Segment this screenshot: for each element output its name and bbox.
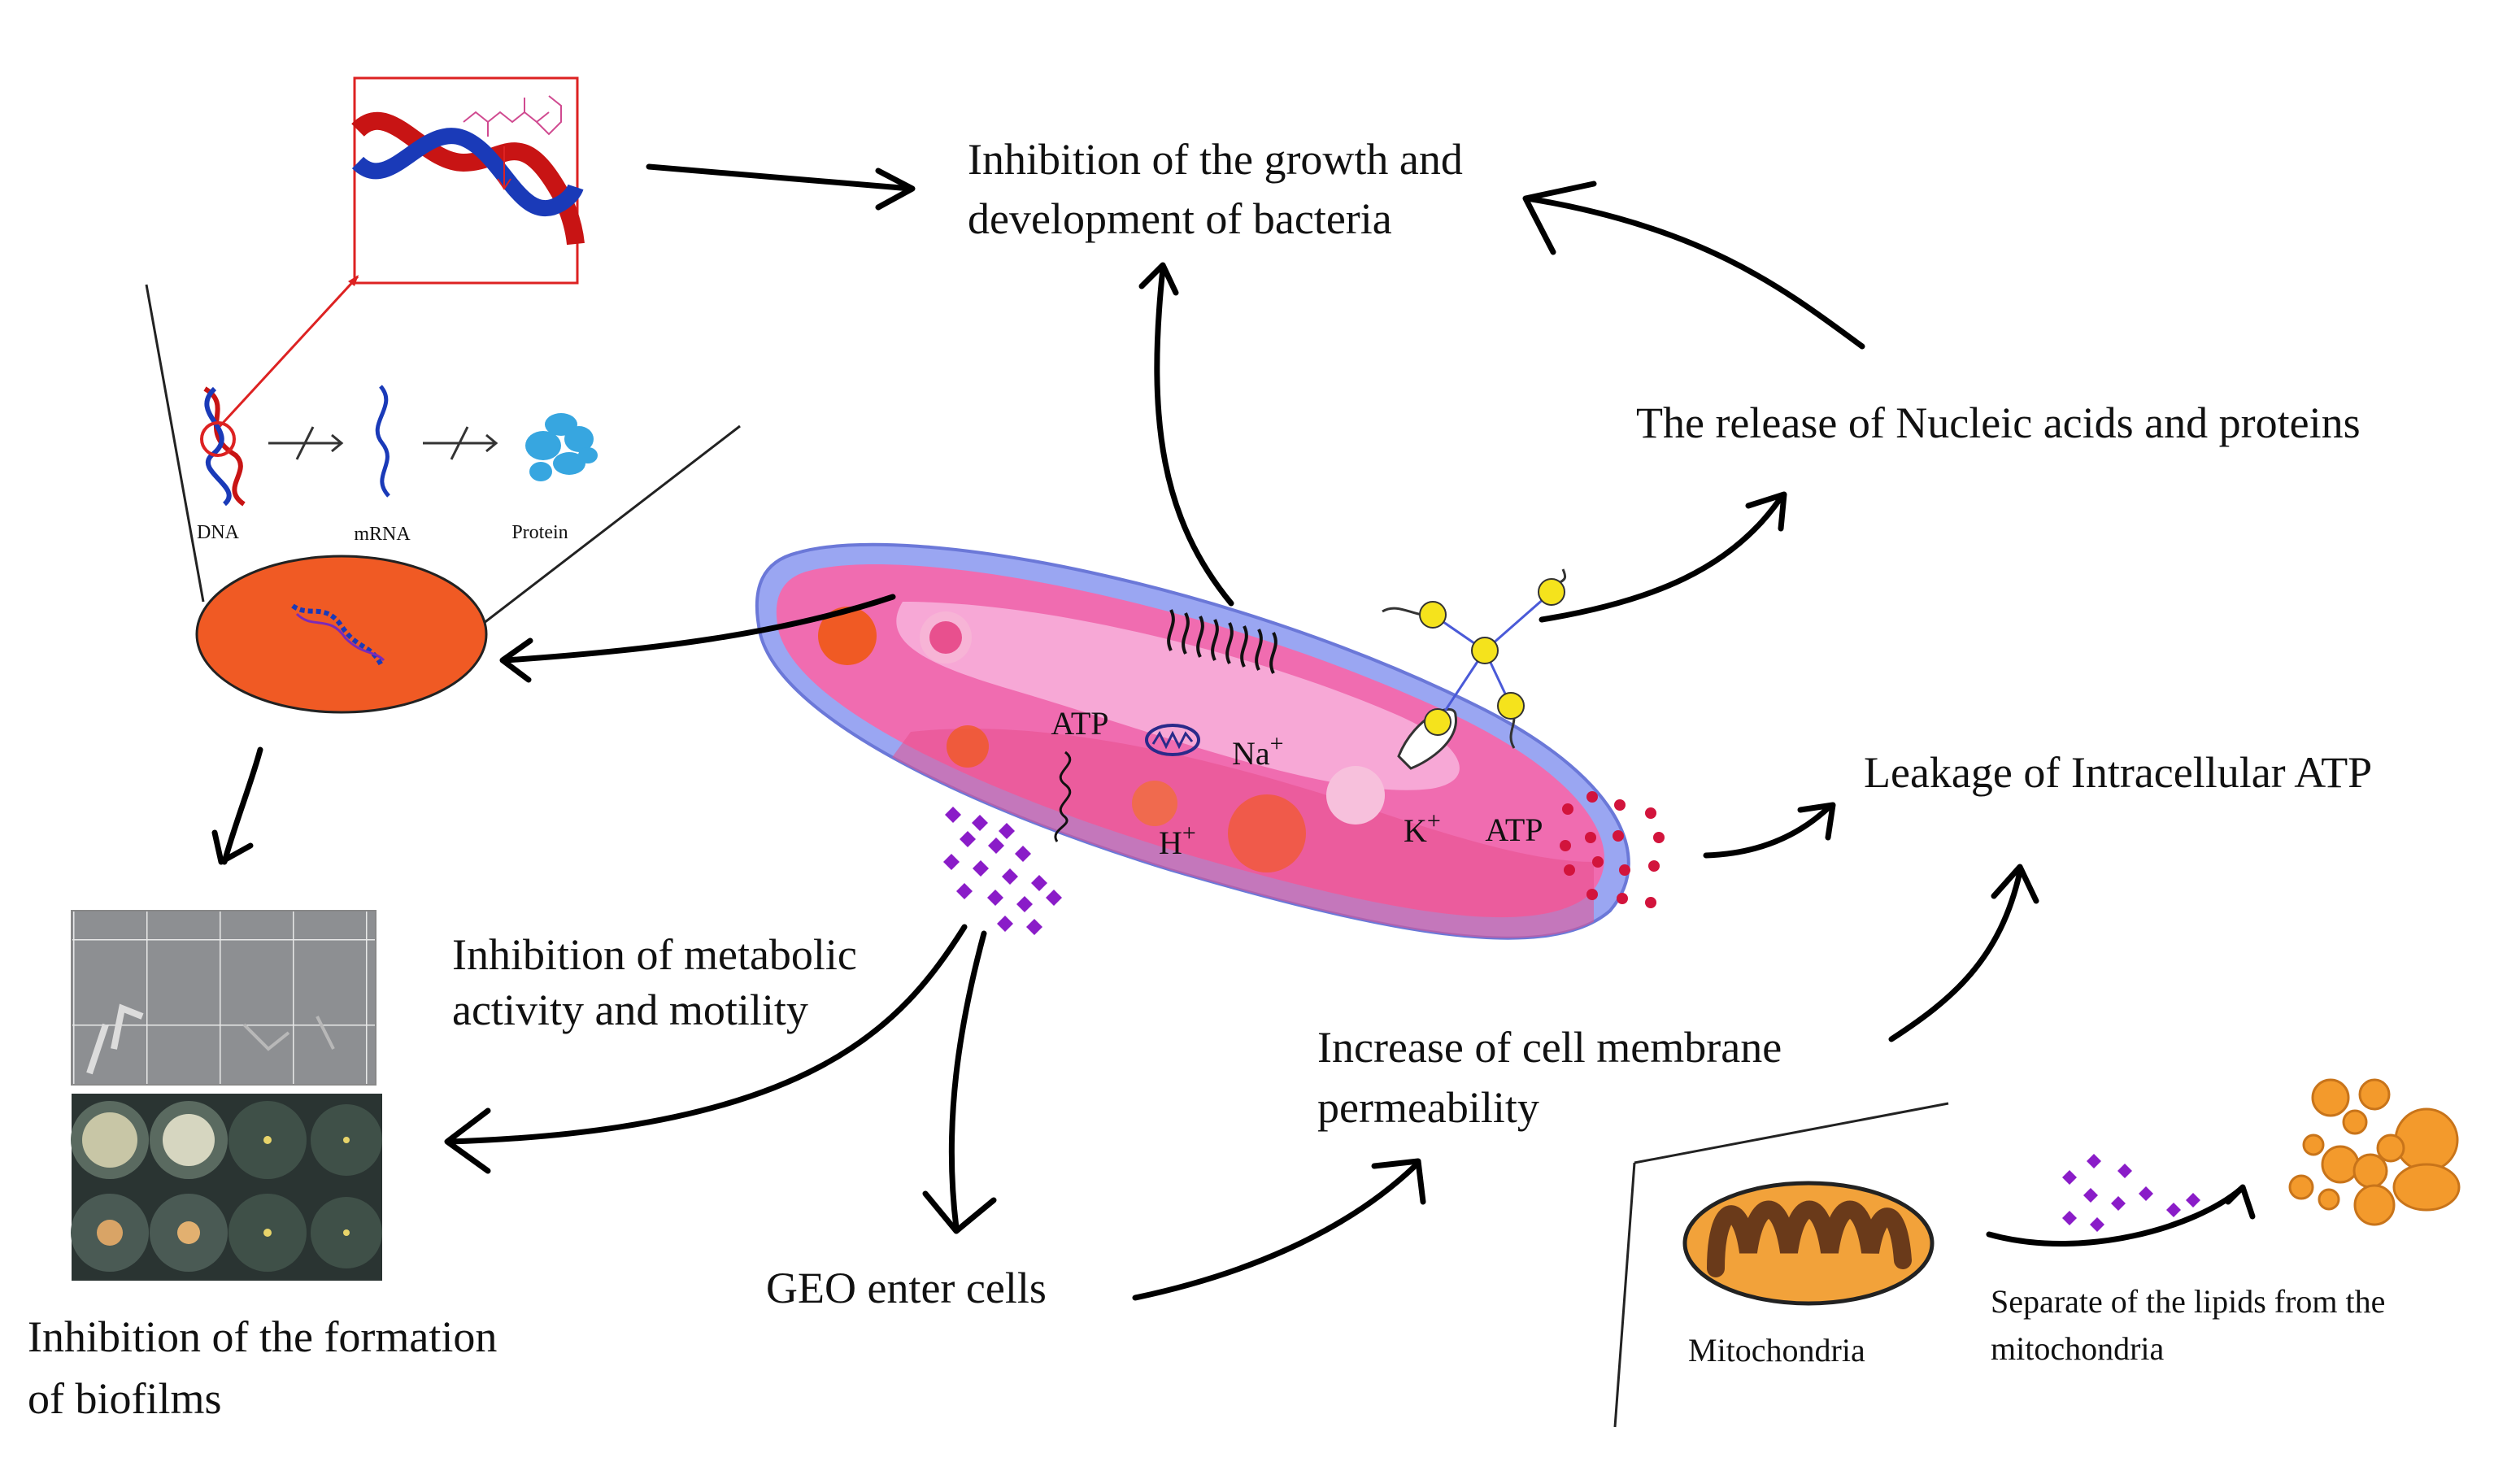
arrow-geo-to-permeability (1132, 1163, 1418, 1301)
nucleoid-spot (818, 607, 877, 665)
permeability-line2: permeability (1317, 1083, 1539, 1132)
geo-molecules (943, 807, 1062, 935)
arrow-cell-to-growth (1154, 265, 1234, 607)
h-ion-label: H+ (1159, 820, 1196, 861)
arrow-atp-leakage (1703, 803, 1833, 859)
leakage-label: Leakage of Intracellular ATP (1864, 748, 2372, 797)
arrow-geo-enter (948, 930, 987, 1231)
metabolic-line2: activity and motility (452, 986, 808, 1034)
growth-inhibition-line2: development of bacteria (968, 194, 1392, 243)
atp-label-right: ATP (1485, 811, 1543, 848)
double-helix-icon (351, 111, 585, 246)
mitochondrion-icon (1682, 1181, 1935, 1306)
lipid-droplets (2288, 1078, 2461, 1226)
arrow-permeability-to-leakage (1888, 868, 2023, 1042)
atp-leakage-dots (1560, 791, 1665, 908)
arrow-release-to-growth (1524, 195, 1865, 350)
geo-enter-label: GEO enter cells (766, 1264, 1047, 1312)
arrow-metabolic-to-biofilm (446, 924, 968, 1145)
biofilm-sem-images (71, 910, 376, 1086)
biofilm-plate-images (71, 1094, 382, 1281)
k-ion-label: K+ (1404, 807, 1441, 849)
arrow-cell-to-nucleus (503, 594, 896, 664)
nucleus-icon (195, 555, 488, 714)
metabolic-line1: Inhibition of metabolic (452, 930, 857, 979)
release-label: The release of Nucleic acids and protein… (1636, 398, 2361, 447)
arrow-dna-to-growth (646, 163, 914, 192)
arrow-mito-to-lipids (1986, 1186, 2244, 1247)
separate-line1: Separate of the lipids from the (1991, 1283, 2385, 1320)
pilus-icon (1054, 751, 1072, 842)
dna-label: DNA (197, 522, 240, 543)
membrane-protein-icon (1382, 568, 1567, 770)
arrow-to-release (1539, 494, 1784, 623)
protein-label: Protein (511, 522, 568, 543)
biofilm-line2: of biofilms (28, 1374, 222, 1423)
mitochondria-panel (1613, 1078, 2461, 1428)
arrows (211, 163, 2256, 1301)
small-mitochondrion-icon (1145, 724, 1200, 756)
zoom-line (214, 275, 359, 433)
na-ion-label: Na+ (1232, 730, 1284, 772)
permeability-line1: Increase of cell membrane (1317, 1023, 1782, 1072)
arrow-nucleus-to-biofilm (221, 746, 263, 865)
mrna-strand-icon (375, 385, 390, 498)
dna-strand-icon (200, 386, 246, 507)
growth-inhibition-line1: Inhibition of the growth and (968, 135, 1463, 184)
protein-cluster-icon (525, 413, 598, 481)
blocked-arrow-icon (268, 426, 344, 460)
separate-line2: mitochondria (1991, 1330, 2165, 1367)
atp-label-left: ATP (1051, 705, 1108, 742)
gene-expression-panel: DNA mRNA Protein (145, 284, 741, 628)
molecule-structure-icon (463, 95, 562, 190)
mrna-label: mRNA (354, 524, 411, 545)
biofilm-line1: Inhibition of the formation (28, 1312, 497, 1361)
geo-molecules-small (2062, 1154, 2200, 1232)
flagella-icon (1167, 609, 1277, 674)
bacterial-cell: ATP Na+ H+ K+ ATP (755, 542, 1630, 940)
dna-damage-inset (351, 76, 585, 285)
blocked-arrow-icon (423, 426, 498, 460)
mitochondria-label: Mitochondria (1688, 1332, 1865, 1368)
